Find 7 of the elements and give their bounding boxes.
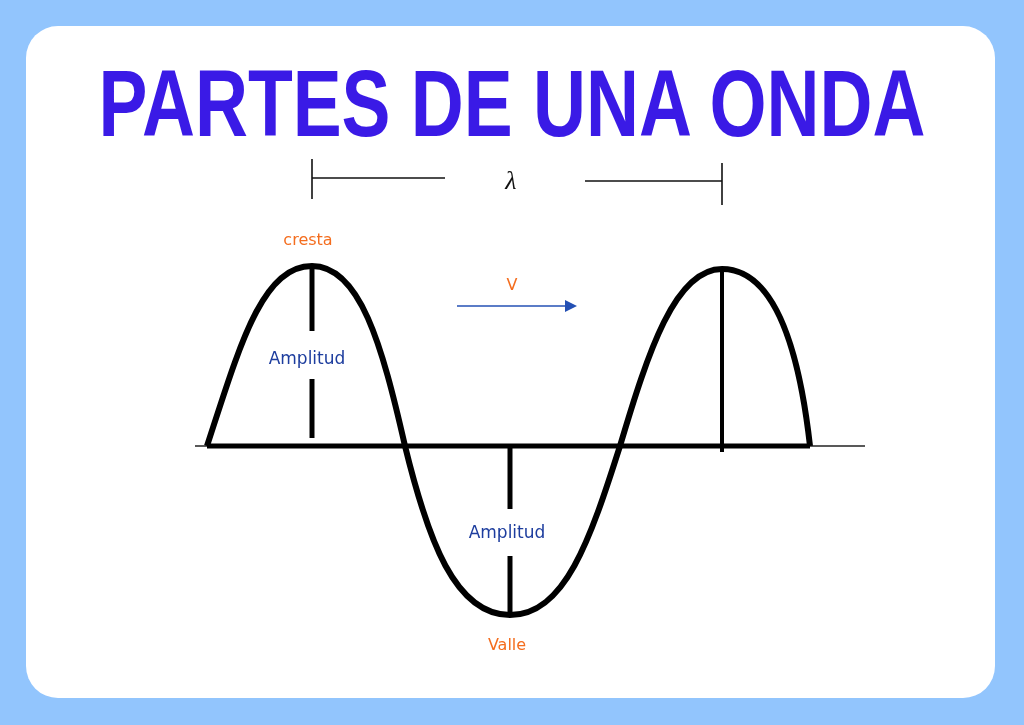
crest-label: cresta	[283, 231, 333, 249]
trough-label: Valle	[487, 636, 527, 654]
amplitude-label: Amplitud	[268, 348, 346, 368]
wavelength-symbol: λ	[505, 166, 517, 196]
title: PARTES DE UNA ONDA	[98, 57, 926, 151]
velocity-label: V	[506, 276, 518, 294]
amplitude-label: Amplitud	[468, 522, 546, 542]
